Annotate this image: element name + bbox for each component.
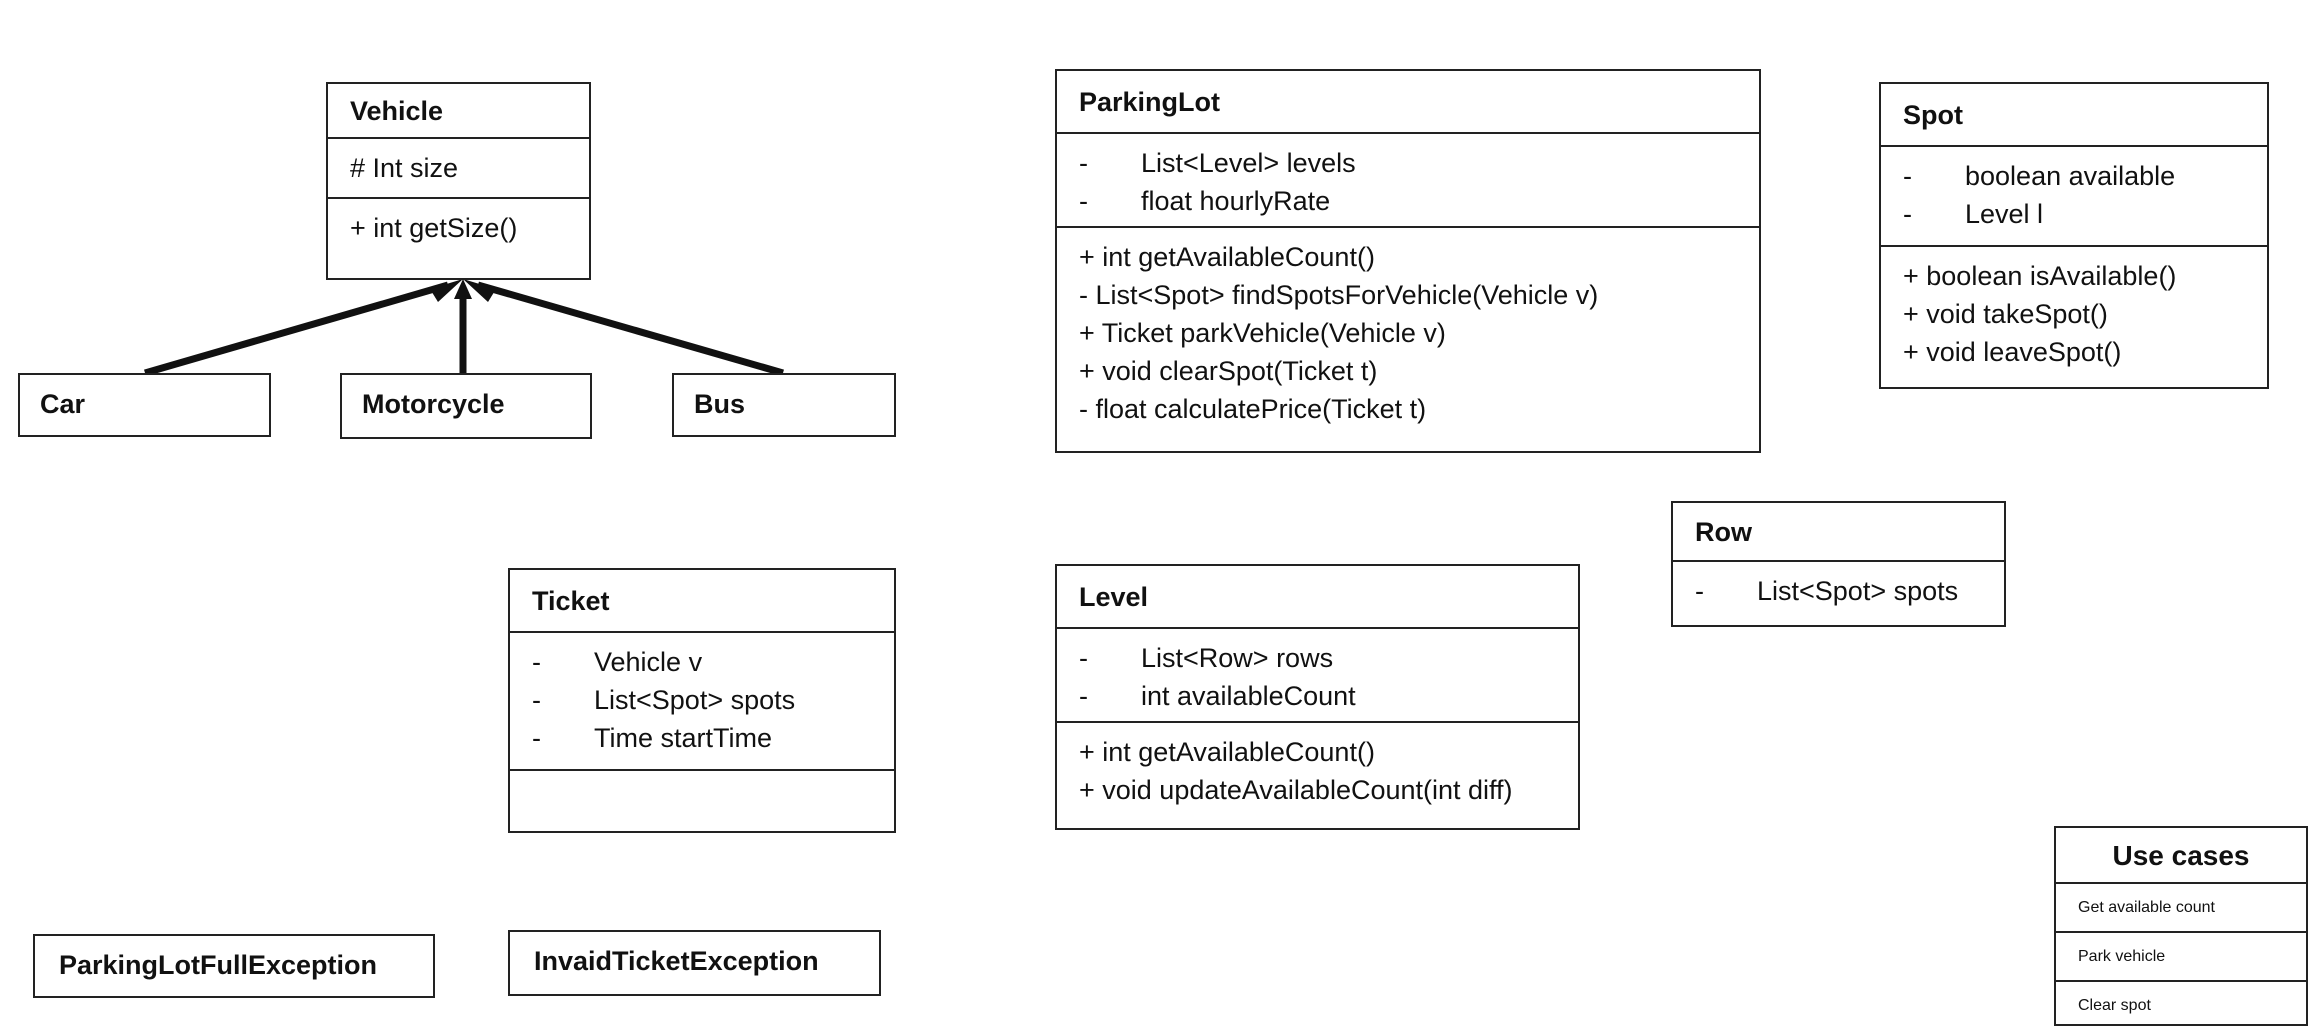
level-attribute: -List<Row> rows [1079, 643, 1334, 673]
car-inherits-arrow [144, 281, 449, 377]
parkinglot-class[interactable]: ParkingLot -List<Level> levels -float ho… [1055, 69, 1761, 453]
invalidticketexception-class[interactable]: InvaidTicketException [508, 930, 881, 996]
vehicle-methods: + int getSize() [328, 197, 589, 257]
bus-title: Bus [694, 389, 746, 419]
arrowhead-right [463, 279, 496, 302]
motorcycle-title: Motorcycle [362, 389, 505, 419]
spot-method: + boolean isAvailable() [1903, 261, 2177, 291]
parkinglot-attribute: -List<Level> levels [1079, 148, 1356, 178]
parkinglot-methods: + int getAvailableCount() - List<Spot> f… [1057, 226, 1759, 438]
parkinglot-attributes: -List<Level> levels -float hourlyRate [1057, 132, 1759, 226]
parkinglot-attribute: -float hourlyRate [1079, 186, 1331, 216]
vehicle-title: Vehicle [350, 96, 444, 126]
ticket-attributes: -Vehicle v -List<Spot> spots -Time start… [510, 631, 894, 769]
level-method: + int getAvailableCount() [1079, 737, 1375, 767]
spot-methods: + boolean isAvailable() + void takeSpot(… [1881, 245, 2267, 381]
use-case-item[interactable]: Clear spot [2056, 980, 2306, 1029]
spot-class[interactable]: Spot -boolean available -Level l + boole… [1879, 82, 2269, 389]
ticket-class[interactable]: Ticket -Vehicle v -List<Spot> spots -Tim… [508, 568, 896, 833]
arrowhead-center [454, 279, 472, 299]
vehicle-attribute: # Int size [350, 153, 459, 183]
parkinglot-method: + Ticket parkVehicle(Vehicle v) [1079, 318, 1446, 348]
bus-inherits-arrow [477, 281, 784, 377]
level-class[interactable]: Level -List<Row> rows -int availableCoun… [1055, 564, 1580, 830]
spot-attributes: -boolean available -Level l [1881, 145, 2267, 245]
level-attribute: -int availableCount [1079, 681, 1356, 711]
vehicle-attributes: # Int size [328, 137, 589, 197]
motorcycle-class[interactable]: Motorcycle [340, 373, 592, 439]
ticket-title: Ticket [532, 586, 610, 616]
vehicle-class[interactable]: Vehicle # Int size + int getSize() [326, 82, 591, 280]
bus-class[interactable]: Bus [672, 373, 896, 437]
level-methods: + int getAvailableCount() + void updateA… [1057, 721, 1578, 819]
row-attribute: -List<Spot> spots [1695, 576, 1959, 606]
row-title: Row [1695, 517, 1752, 547]
parkinglot-method: - float calculatePrice(Ticket t) [1079, 394, 1427, 424]
parkinglotfullexception-class[interactable]: ParkingLotFullException [33, 934, 435, 998]
row-class[interactable]: Row -List<Spot> spots [1671, 501, 2006, 627]
level-attributes: -List<Row> rows -int availableCount [1057, 627, 1578, 721]
arrowhead-left [430, 279, 463, 302]
spot-method: + void leaveSpot() [1903, 337, 2122, 367]
invalidticketexception-title: InvaidTicketException [534, 946, 819, 976]
ticket-attribute: -Time startTime [532, 723, 773, 753]
parkinglot-title: ParkingLot [1079, 87, 1221, 117]
level-method: + void updateAvailableCount(int diff) [1079, 775, 1513, 805]
ticket-methods [510, 769, 894, 791]
parkinglot-method: + void clearSpot(Ticket t) [1079, 356, 1378, 386]
ticket-attribute: -List<Spot> spots [532, 685, 796, 715]
ticket-attribute: -Vehicle v [532, 647, 703, 677]
car-class[interactable]: Car [18, 373, 271, 437]
spot-title: Spot [1903, 100, 1963, 130]
parkinglotfullexception-title: ParkingLotFullException [59, 950, 378, 980]
spot-attribute: -Level l [1903, 199, 2044, 229]
car-title: Car [40, 389, 86, 419]
row-attributes: -List<Spot> spots [1673, 560, 2004, 620]
use-case-item[interactable]: Get available count [2056, 882, 2306, 931]
use-cases-title: Use cases [2112, 840, 2250, 871]
use-cases-panel: Use cases Get available count Park vehic… [2054, 826, 2308, 1026]
spot-attribute: -boolean available [1903, 161, 2176, 191]
use-case-item[interactable]: Park vehicle [2056, 931, 2306, 980]
spot-method: + void takeSpot() [1903, 299, 2108, 329]
vehicle-method: + int getSize() [350, 213, 518, 243]
parkinglot-method: - List<Spot> findSpotsForVehicle(Vehicle… [1079, 280, 1599, 310]
parkinglot-method: + int getAvailableCount() [1079, 242, 1375, 272]
level-title: Level [1079, 582, 1149, 612]
